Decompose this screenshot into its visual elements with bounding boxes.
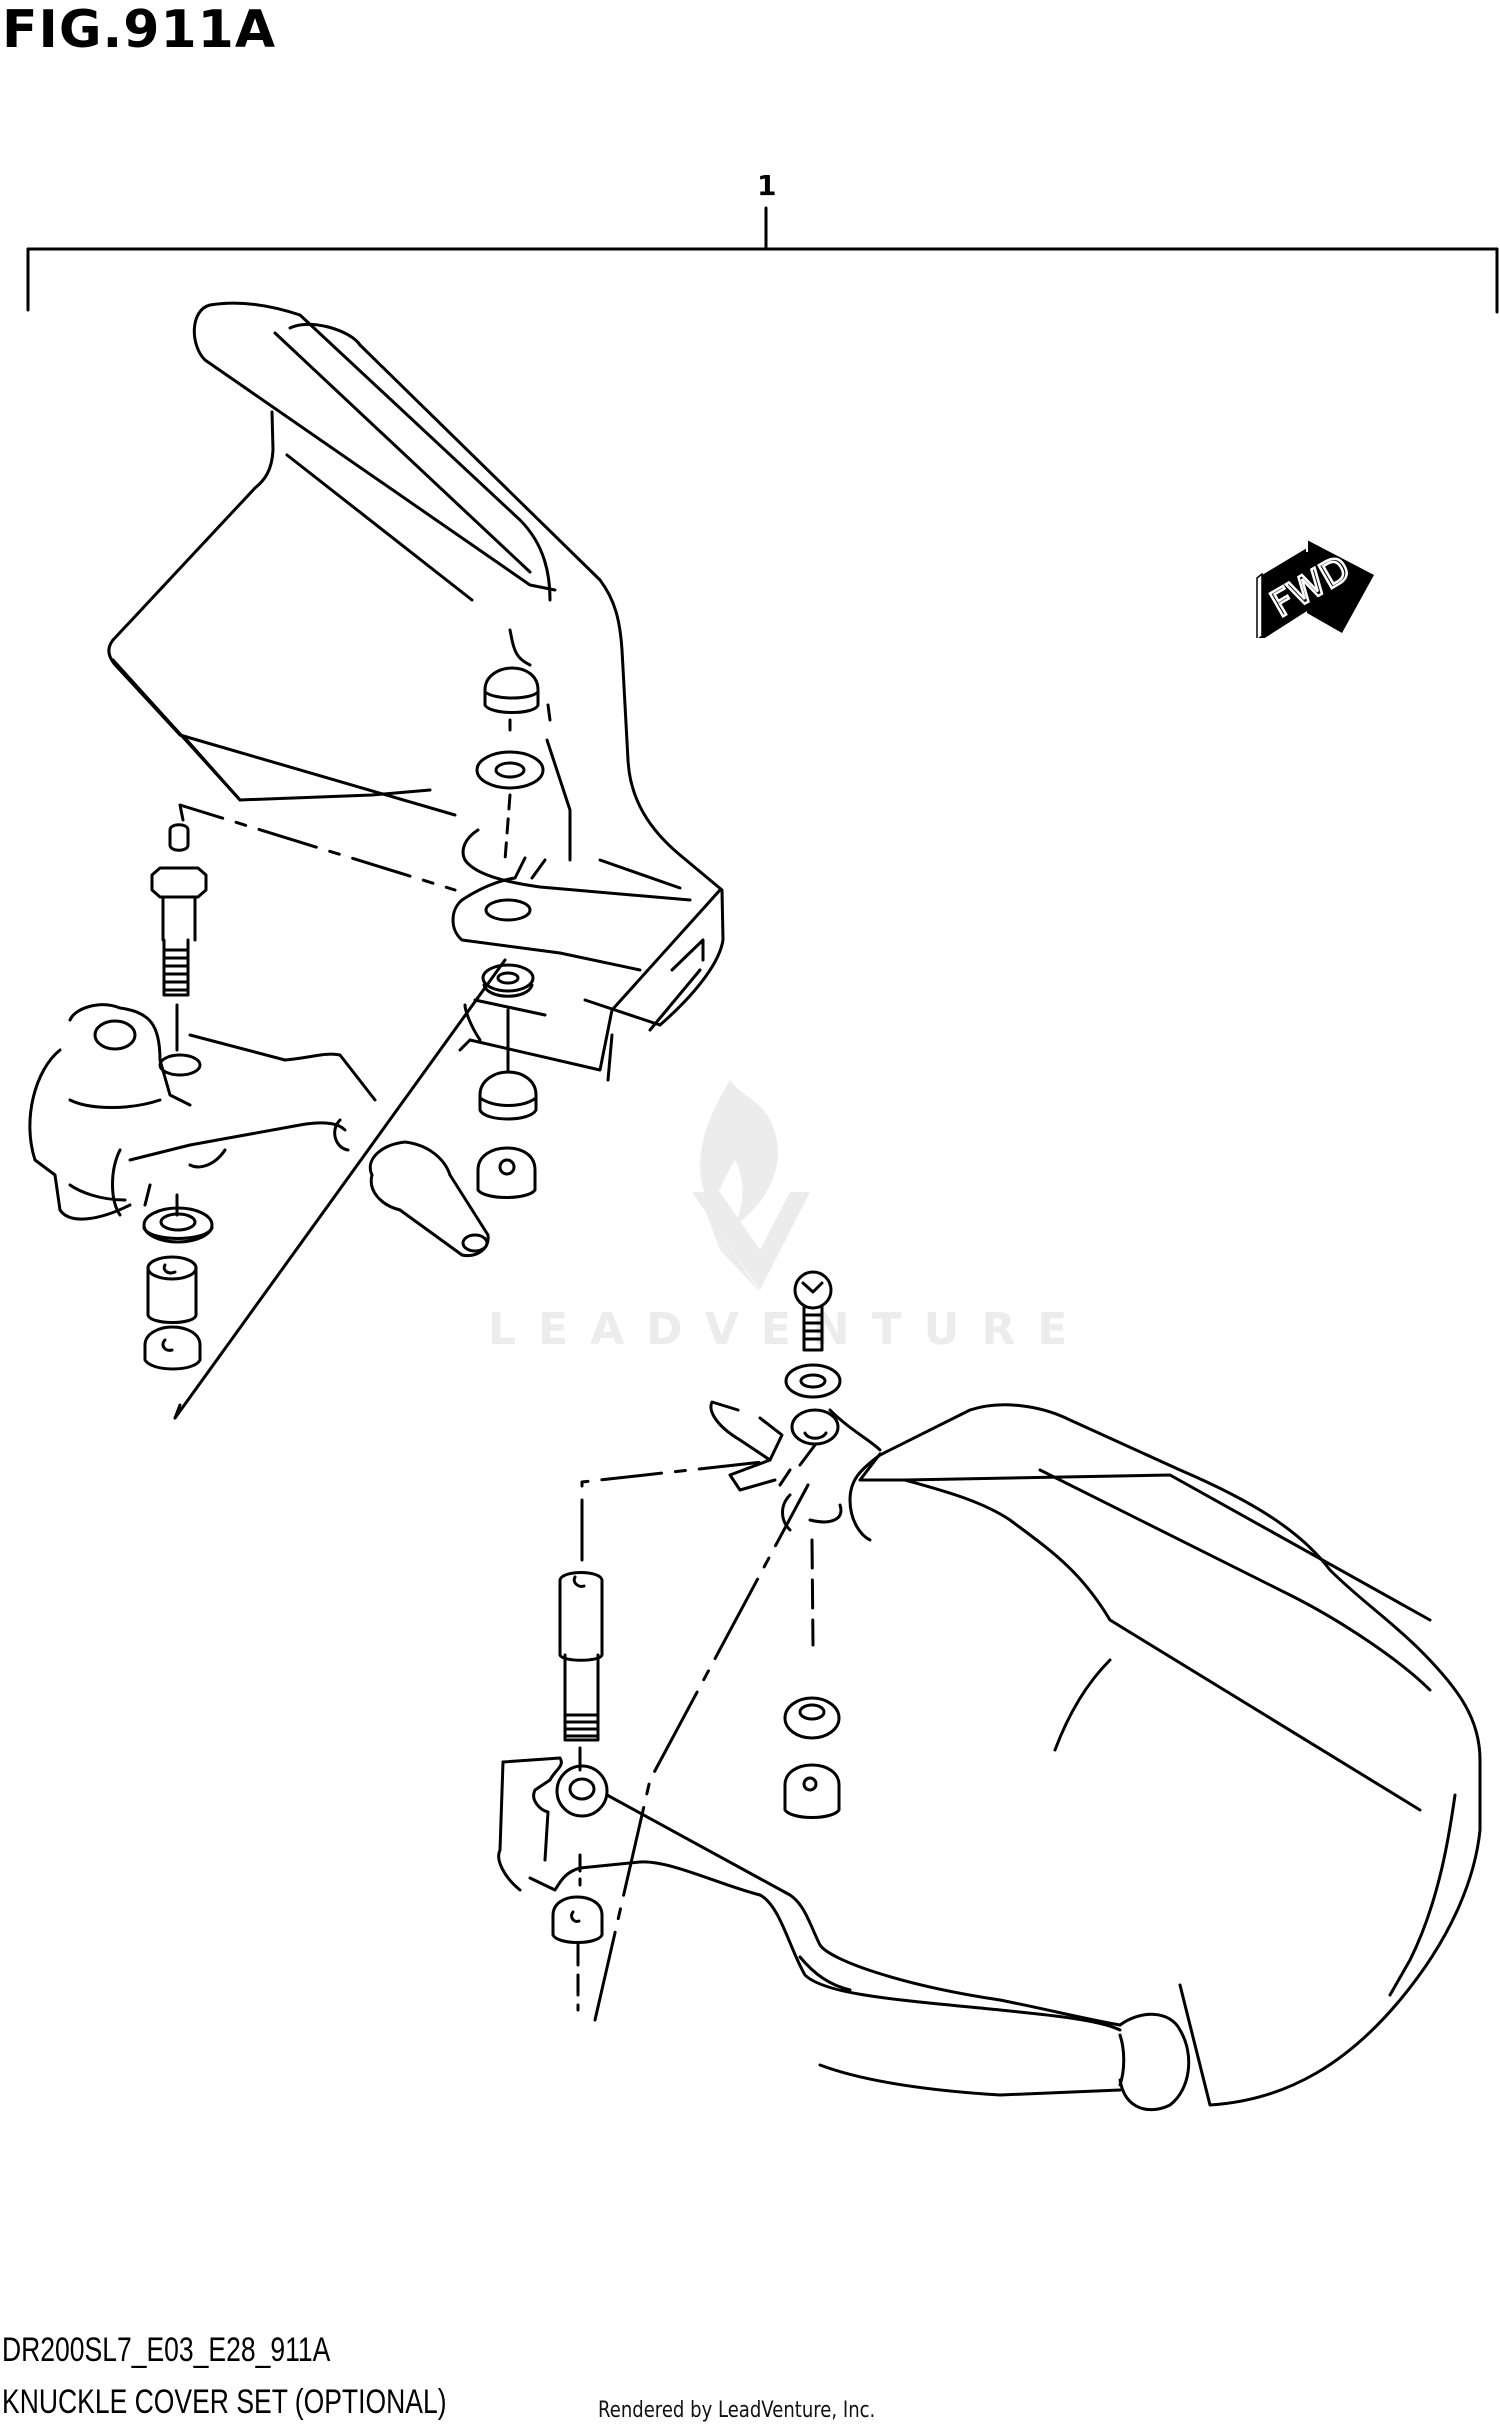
washer[interactable]: [783, 1696, 841, 1740]
flange-nut[interactable]: [783, 1763, 841, 1819]
callout-bracket: [26, 206, 1499, 314]
left-hand-guard[interactable]: [107, 301, 725, 1082]
figure-title: FIG.911A: [2, 0, 277, 60]
knuckle-clamp-bracket[interactable]: [28, 1003, 377, 1221]
flange-nut[interactable]: [143, 1325, 202, 1371]
model-code: DR200SL7_E03_E28_911A: [2, 2331, 331, 2369]
washer[interactable]: [142, 1206, 214, 1244]
hex-nut[interactable]: [476, 1146, 537, 1199]
spacer[interactable]: [146, 1255, 198, 1324]
washer[interactable]: [475, 750, 545, 790]
render-credit: Rendered by LeadVenture, Inc.: [598, 2398, 876, 2423]
shoulder-bolt[interactable]: [558, 1571, 604, 1772]
flange-nut[interactable]: [551, 1895, 604, 1944]
flange-nut[interactable]: [478, 1070, 538, 1121]
right-hand-guard[interactable]: [709, 1400, 1482, 2107]
watermark-text: LEADVENTURE: [488, 1304, 1090, 1355]
figure-description: KNUCKLE COVER SET (OPTIONAL): [2, 2383, 447, 2421]
washer[interactable]: [784, 1363, 842, 1399]
stud-bolt[interactable]: [150, 823, 208, 1052]
cap-nut[interactable]: [483, 666, 540, 714]
callout-1[interactable]: 1: [757, 169, 777, 202]
grip-end-cap[interactable]: [368, 1140, 490, 1258]
forward-arrow-icon: FWD: [1256, 540, 1374, 638]
guard-mount-pad: [451, 856, 642, 972]
screw[interactable]: [793, 1270, 833, 1352]
